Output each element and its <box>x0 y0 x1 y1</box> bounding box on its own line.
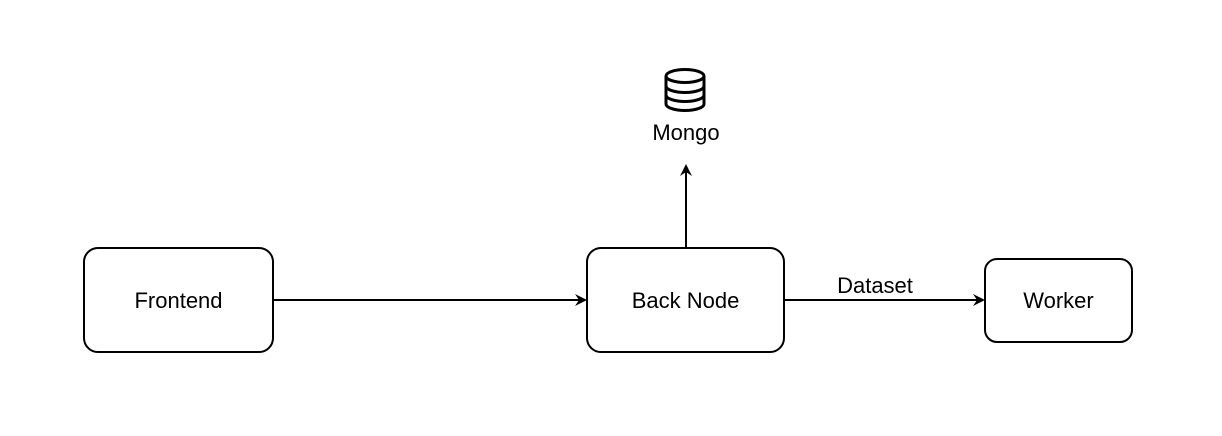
node-worker-box <box>984 258 1133 343</box>
edge-back-node-to-worker-label: Dataset <box>837 273 913 298</box>
node-back-node[interactable]: Back Node <box>586 247 785 353</box>
node-worker-label: Worker <box>1023 288 1094 313</box>
node-mongo-label: Mongo <box>652 120 719 145</box>
node-frontend-label: Frontend <box>134 288 222 313</box>
node-frontend[interactable]: Frontend <box>83 247 274 353</box>
database-icon <box>664 68 706 112</box>
node-worker[interactable]: Worker <box>984 258 1133 343</box>
node-mongo[interactable]: Mongo <box>652 68 720 146</box>
node-back-node-label: Back Node <box>632 288 740 313</box>
